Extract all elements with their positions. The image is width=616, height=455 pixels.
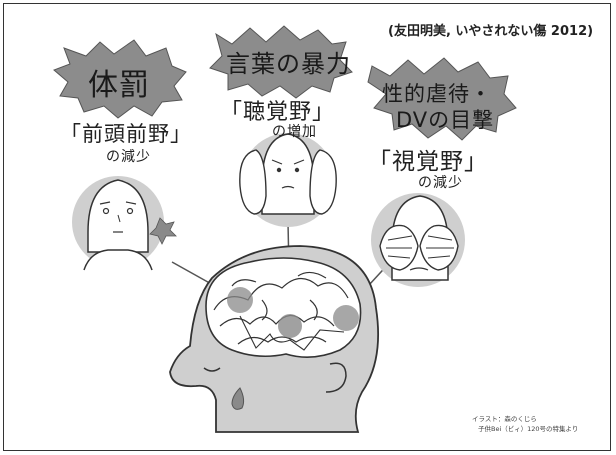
- effect-label-auditory: の増加: [272, 124, 317, 140]
- brain-spot-auditory: [278, 314, 302, 338]
- ear: [325, 362, 347, 393]
- effect-label-visual: の減少: [418, 175, 463, 191]
- burst-label-witness-line2: DVの目撃: [396, 108, 495, 132]
- burst-shape-witness: [367, 57, 517, 141]
- head2-face: [239, 133, 337, 215]
- region-label-visual: 「視覚野」: [368, 149, 488, 175]
- burst-shape-verbal: [209, 25, 353, 99]
- brain-spot-prefrontal: [227, 287, 253, 313]
- brain-spot-visual: [333, 305, 359, 331]
- credit-line2: 子供Bei（ビィ）120号の特集より: [478, 425, 579, 433]
- burst-label-verbal: 言葉の暴力: [226, 50, 351, 78]
- credit-line1: イラスト：森のくじら: [472, 415, 537, 423]
- impact-star-icon: [149, 217, 177, 245]
- teardrop-icon: [231, 387, 245, 410]
- head1-face: [83, 179, 177, 271]
- frame-border: [3, 3, 611, 451]
- brain-folds: [213, 271, 349, 345]
- large-head: [169, 245, 379, 433]
- burst-shape-punishment: [53, 39, 187, 119]
- citation: (友田明美, いやされない傷 2012): [388, 24, 594, 39]
- burst-label-punishment: 体罰: [88, 68, 150, 103]
- closed-eye: [203, 367, 221, 372]
- head3-face: [379, 195, 459, 281]
- region-label-prefrontal: 「前頭前野」: [60, 122, 192, 146]
- region-label-auditory: 「聴覚野」: [220, 100, 336, 125]
- brain-outline: [205, 257, 362, 358]
- burst-label-witness-line1: 性的虐待・: [382, 82, 492, 106]
- effect-label-prefrontal: の減少: [106, 149, 151, 165]
